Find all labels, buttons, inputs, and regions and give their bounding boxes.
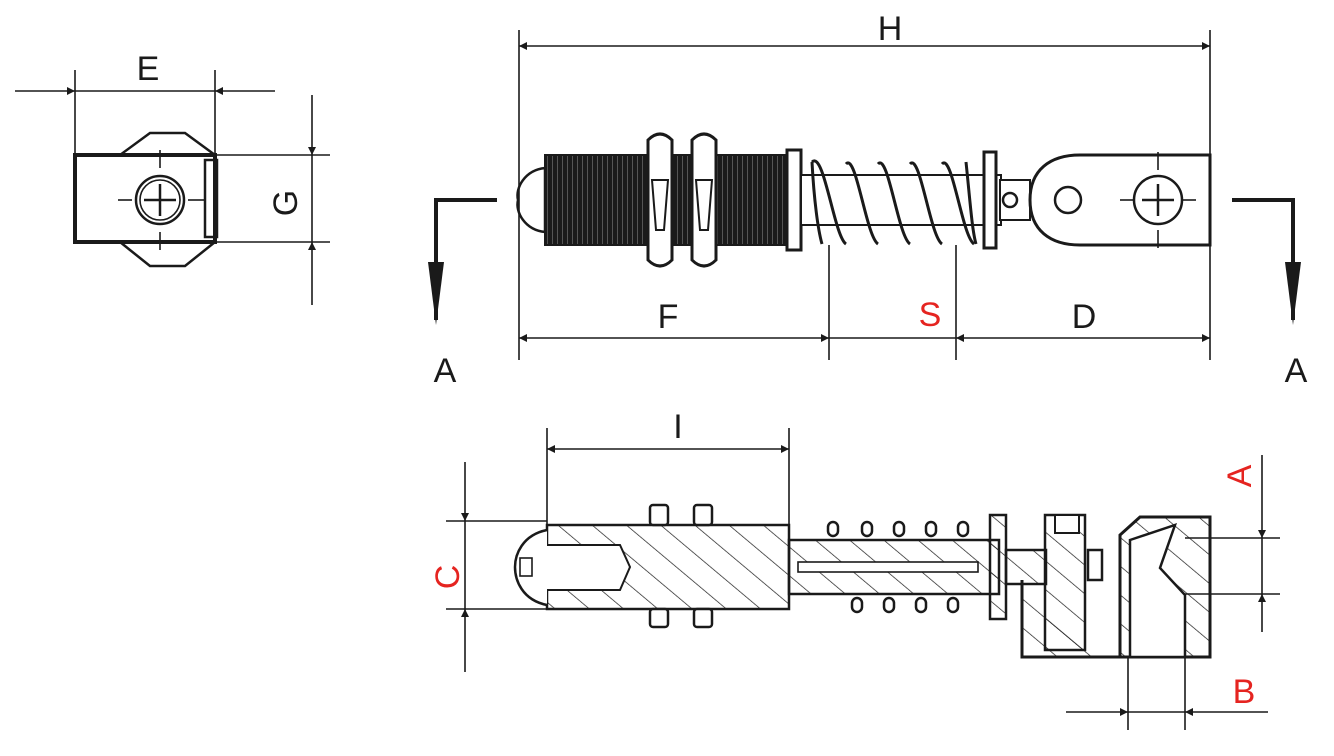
hex-nut-outline — [119, 131, 216, 268]
label-d: D — [1072, 298, 1097, 336]
section-label-right: A — [1285, 352, 1308, 390]
label-g: G — [267, 190, 305, 216]
spring — [810, 159, 978, 246]
label-i: I — [673, 408, 682, 446]
lock-nuts — [646, 132, 718, 268]
label-a: A — [1221, 464, 1259, 487]
label-e: E — [137, 50, 160, 88]
screw-head-circle — [134, 174, 186, 226]
section-spring — [826, 520, 970, 614]
collar — [785, 148, 803, 252]
spring-washer — [982, 150, 998, 250]
end-view-flange — [203, 158, 219, 239]
label-b: B — [1233, 673, 1256, 711]
end-view: E G — [15, 50, 330, 305]
label-s: S — [919, 296, 942, 334]
side-view: H — [428, 10, 1308, 390]
label-h: H — [878, 10, 903, 48]
label-c: C — [429, 565, 467, 590]
plunger-nose — [516, 166, 547, 234]
label-f: F — [658, 298, 679, 336]
section-view: I C — [429, 408, 1280, 730]
screw-head-inner — [139, 179, 181, 221]
section-label-left: A — [434, 352, 457, 390]
end-view-body — [73, 153, 217, 244]
